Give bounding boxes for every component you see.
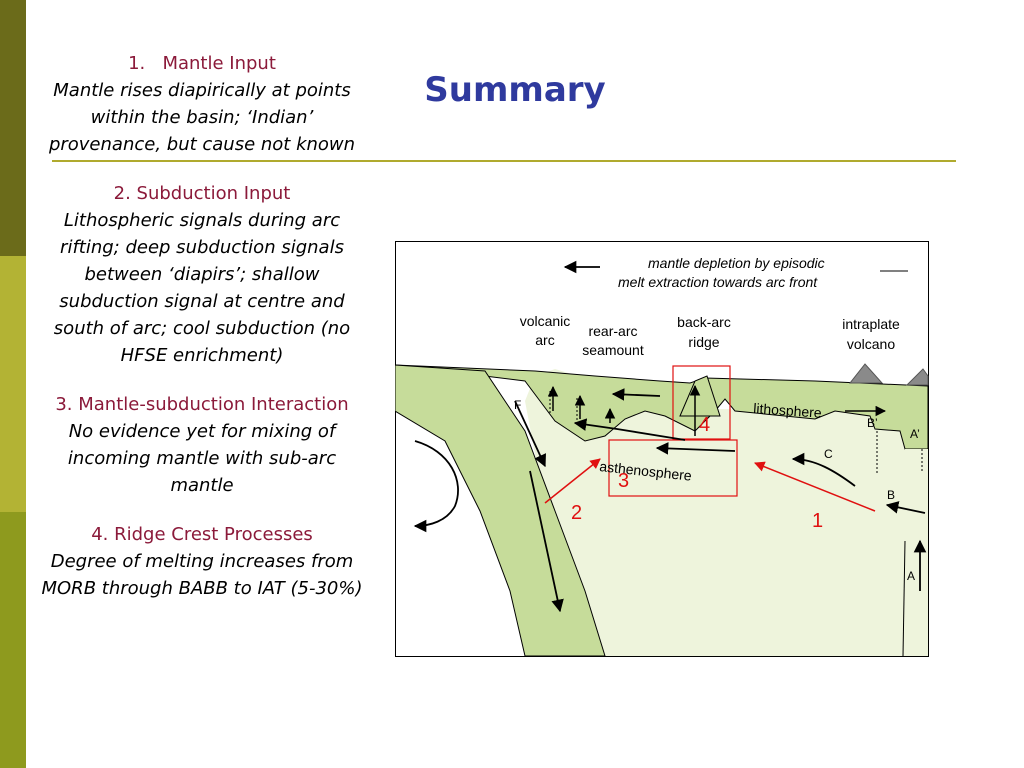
region-box-4 xyxy=(672,365,731,440)
summary-list: 1. Mantle Input Mantle rises diapiricall… xyxy=(34,50,370,624)
marker-3: 3 xyxy=(618,470,629,492)
label-B: B xyxy=(887,488,895,502)
flow-arrow-mid xyxy=(655,442,736,455)
slide-title: Summary xyxy=(424,70,606,110)
label-A: A xyxy=(907,569,915,583)
label-ridge: ridge xyxy=(688,334,719,350)
label-rear-arc: rear-arc xyxy=(588,323,637,339)
label-F: F xyxy=(514,398,521,412)
marker-2: 2 xyxy=(571,502,582,524)
section-heading: 3. Mantle-subduction Interaction xyxy=(55,394,349,415)
section-heading-text: Mantle Input xyxy=(162,53,276,74)
flow-arrow-corner-loop xyxy=(413,440,459,533)
flow-arrow-back-arc-left xyxy=(611,388,661,401)
intraplate-volcano-shape-1 xyxy=(848,363,884,384)
flow-arrow-F-down xyxy=(514,400,546,468)
red-arrow-2 xyxy=(544,458,601,504)
section-ridge-crest-processes: 4. Ridge Crest Processes Degree of melti… xyxy=(34,521,370,602)
decor-bar-top xyxy=(0,0,26,256)
label-arc: arc xyxy=(535,332,554,348)
incoming-plate-edge xyxy=(902,540,906,657)
label-A-prime: A’ xyxy=(910,427,920,441)
flow-arrow-upper xyxy=(573,418,686,441)
flow-arrow-slab-down xyxy=(529,470,564,613)
section-heading: 1. Mantle Input xyxy=(34,50,370,77)
marker-1: 1 xyxy=(812,510,823,532)
section-body: Mantle rises diapirically at points with… xyxy=(48,80,356,155)
section-body: Lithospheric signals during arc rifting;… xyxy=(53,210,351,366)
section-number: 1. xyxy=(128,53,146,74)
intraplate-volcano-shape-2 xyxy=(905,368,929,386)
decor-bar-bottom xyxy=(0,512,26,768)
section-body: Degree of melting increases from MORB th… xyxy=(41,551,363,599)
section-heading: 2. Subduction Input xyxy=(113,183,291,204)
section-subduction-input: 2. Subduction Input Lithospheric signals… xyxy=(34,180,370,369)
section-mantle-input: 1. Mantle Input Mantle rises diapiricall… xyxy=(34,50,370,158)
marker-4: 4 xyxy=(699,414,710,436)
asthenosphere-region xyxy=(525,369,928,656)
incoming-plate-column xyxy=(903,449,928,656)
region-box-3 xyxy=(608,439,738,497)
flow-arrow-C xyxy=(791,452,856,487)
title-divider xyxy=(52,160,956,162)
label-back-arc: back-arc xyxy=(677,314,731,330)
decor-bar-middle xyxy=(0,256,26,512)
section-body: No evidence yet for mixing of incoming m… xyxy=(67,421,337,496)
caption-line-2: melt extraction towards arc front xyxy=(618,274,818,290)
label-volcano: volcano xyxy=(847,336,895,352)
caption-line-1: mantle depletion by episodic xyxy=(648,255,825,271)
section-mantle-subduction-interaction: 3. Mantle-subduction Interaction No evid… xyxy=(34,391,370,499)
label-intraplate: intraplate xyxy=(842,316,900,332)
label-C: C xyxy=(824,447,833,461)
flow-arrow-B xyxy=(885,501,926,514)
subducting-slab xyxy=(395,364,606,657)
section-heading: 4. Ridge Crest Processes xyxy=(91,524,313,545)
label-seamount: seamount xyxy=(582,342,644,358)
label-lithosphere: lithosphere xyxy=(753,400,823,421)
label-B-prime: B’ xyxy=(867,416,878,430)
red-arrow-1 xyxy=(754,461,876,512)
label-volcanic: volcanic xyxy=(520,313,571,329)
subduction-diagram: mantle depletion by episodic melt extrac… xyxy=(395,241,929,657)
